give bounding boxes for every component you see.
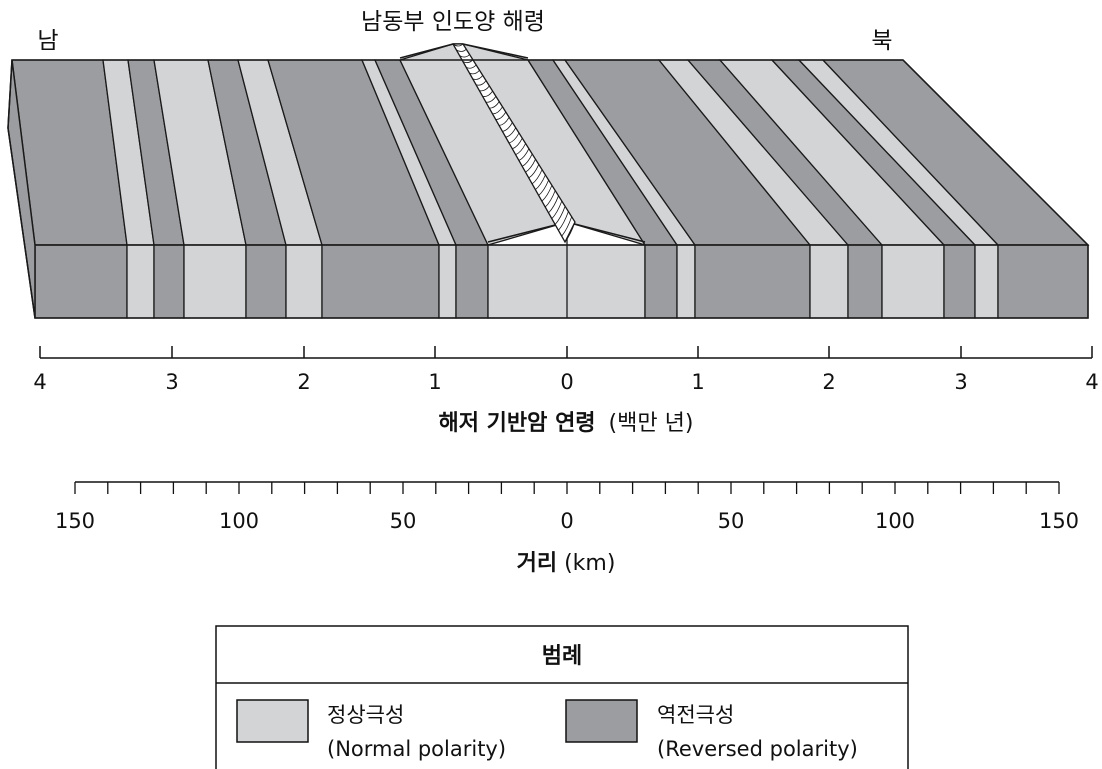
legend-title: 범례 [542,644,582,669]
front-stripe-normal [974,244,999,319]
legend-reversed-sub: (Reversed polarity) [657,737,858,761]
rift-hatch [561,216,573,237]
front-stripe-reversed [644,244,678,319]
rift-hatch [548,195,559,214]
rift-hatch [508,132,520,144]
distance-tick-label: 0 [560,509,573,533]
block-diagram [7,43,1090,319]
age-tick-label: 3 [165,370,178,394]
age-tick-label: 1 [428,370,441,394]
north-label: 북 [871,28,892,54]
front-stripe-reversed [847,244,883,319]
age-tick-label: 1 [691,370,704,394]
rift-hatch [475,80,487,86]
front-stripe-normal [881,244,945,319]
legend-swatch-normal [236,699,309,743]
rift-hatch [452,43,464,47]
front-stripe-normal [183,244,247,319]
rift-hatch [499,117,510,126]
age-tick-label: 2 [822,370,835,394]
rift-hatch [541,185,553,202]
rift-hatch [515,143,526,155]
age-axis-label-unit: (백만 년) [609,411,694,436]
front-stripe-reversed [943,244,976,319]
front-face-stripes [34,222,1089,319]
legend-normal-sub: (Normal polarity) [327,737,506,761]
distance-tick-label: 150 [55,509,95,533]
distance-axis-label: 거리 (km) [517,551,616,576]
rift-hatch [485,96,497,103]
rift-hatch [522,153,533,167]
rift-hatch [479,85,490,92]
rift-hatch [482,90,493,97]
south-label: 남 [37,28,58,54]
distance-tick-label: 150 [1039,509,1079,533]
rift-hatch [531,169,543,185]
rift-valley [451,43,576,244]
front-stripe-normal [809,244,849,319]
front-stripe-normal [438,244,457,319]
front-stripe-reversed [321,244,440,319]
rift-hatch [466,64,477,69]
distance-tick-label: 50 [390,509,417,533]
front-stripe-reversed [245,244,287,319]
rift-hatch [564,221,576,243]
rift-hatch [492,106,503,115]
distance-axis-label-main: 거리 [517,551,557,576]
front-stripe-normal [285,244,323,319]
front-stripe-normal [676,244,696,319]
rift-hatch [495,111,507,121]
age-tick-label: 0 [560,370,573,394]
rift-hatch [512,138,523,150]
rift-hatch [544,190,556,208]
distance-tick-label: 100 [875,509,915,533]
age-axis-label-main: 해저 기반암 연령 [439,411,596,436]
distance-tick-label: 50 [718,509,745,533]
block-outline [7,59,1089,319]
age-tick-label: 3 [954,370,967,394]
front-stripe-reversed [34,244,128,319]
legend-swatch-reversed [565,699,638,743]
front-stripe-reversed [997,244,1089,319]
rift-hatch [456,48,467,52]
rift-hatch [525,159,536,173]
front-stripe-reversed [694,244,811,319]
rift-hatch [469,69,480,75]
distance-tick-label: 100 [219,509,259,533]
diagram-title: 남동부 인도양 해령 [361,9,545,35]
front-stripe-normal [126,244,155,319]
rift-hatch [518,148,530,161]
legend: 범례 정상극성 (Normal polarity) 역전극성 (Reversed… [215,625,909,769]
rift-hatch [535,174,546,190]
rift-hatch [472,75,484,80]
legend-box [215,625,909,769]
distance-axis: 150 100 50 0 50 100 150 거리 (km) [55,481,1079,576]
legend-normal-label: 정상극성 [327,703,404,727]
rift-hatch [505,127,517,138]
front-stripe-reversed [455,244,489,319]
age-axis: 4 3 2 1 0 1 2 3 4 해저 기반암 연령 (백만 년) [33,346,1099,436]
distance-axis-label-unit: (km) [564,551,615,576]
rift-hatch [489,101,500,109]
age-axis-label: 해저 기반암 연령 (백만 년) [439,411,694,436]
top-surface-stripes [11,43,1090,247]
age-tick-label: 2 [297,370,310,394]
rift-hatch [459,54,470,58]
rift-hatch [502,122,513,132]
rift-hatch [558,211,569,231]
distance-axis-ticks: 150 100 50 0 50 100 150 [55,482,1079,533]
rift-hatch [528,164,540,179]
front-stripe-reversed [153,244,185,319]
rift-hatch [538,179,549,196]
age-tick-label: 4 [1085,370,1098,394]
rift-hatch [554,206,566,225]
age-axis-ticks: 4 3 2 1 0 1 2 3 4 [33,346,1099,394]
age-tick-label: 4 [33,370,46,394]
rift-hatch [551,200,563,219]
legend-reversed-label: 역전극성 [657,703,734,727]
